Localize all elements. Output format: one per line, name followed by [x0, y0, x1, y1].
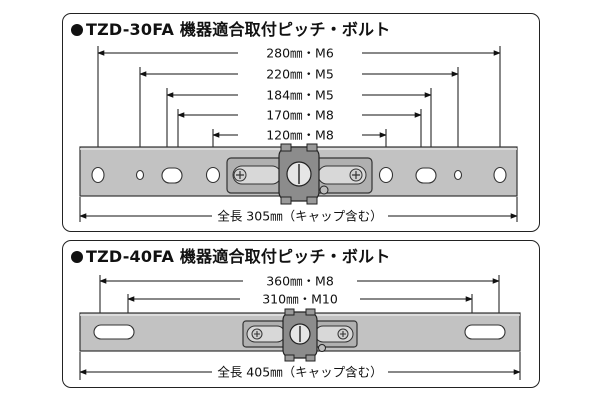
dimension-label: 184㎜・M5 — [266, 88, 334, 103]
hole-220 — [135, 169, 145, 181]
dimension-label: 360㎜・M8 — [266, 274, 334, 289]
hole-280 — [91, 166, 105, 184]
screw-icon — [318, 344, 326, 352]
bullet-icon — [71, 24, 83, 36]
mounting-holes — [93, 324, 506, 340]
center-bracket — [242, 308, 358, 362]
panel-title: TZD-40FA 機器適合取付ピッチ・ボルト — [71, 243, 390, 267]
dimension-label: 310㎜・M10 — [262, 292, 338, 307]
dimension-label: 170㎜・M8 — [266, 108, 334, 123]
mounting-holes — [91, 166, 507, 184]
slot-360-310 — [93, 324, 135, 340]
total-length-label: 全長 405㎜（キャップ含む） — [217, 365, 382, 380]
dimension-label: 280㎜・M6 — [266, 46, 334, 61]
hole-220 — [453, 169, 463, 181]
slot-360-310 — [464, 324, 506, 340]
dimension-label: 120㎜・M8 — [266, 128, 334, 143]
panel-title-text: TZD-30FA 機器適合取付ピッチ・ボルト — [86, 20, 391, 39]
panel-title: TZD-30FA 機器適合取付ピッチ・ボルト — [71, 16, 390, 40]
bullet-icon — [71, 251, 83, 263]
hole-120 — [378, 166, 394, 184]
slot-184-170 — [415, 167, 437, 184]
center-bracket — [226, 143, 373, 205]
dimension-label: 220㎜・M5 — [266, 67, 334, 82]
slot-184-170 — [161, 167, 183, 184]
hole-280 — [493, 166, 507, 184]
screw-icon — [319, 185, 329, 195]
total-length-label: 全長 305㎜（キャップ含む） — [217, 209, 382, 224]
hole-120 — [205, 166, 221, 184]
panel-title-text: TZD-40FA 機器適合取付ピッチ・ボルト — [86, 247, 391, 266]
